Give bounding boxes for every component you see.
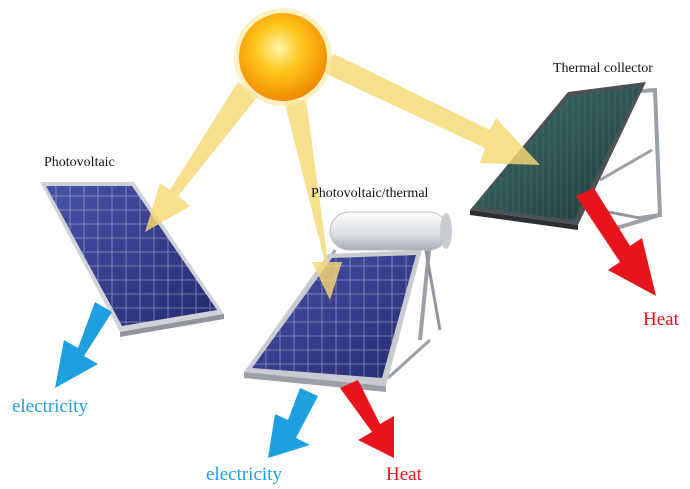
electricity-arrow-center	[268, 388, 318, 458]
sun-rays	[145, 54, 540, 300]
sun-icon	[234, 8, 332, 106]
photovoltaic-panel-icon	[40, 182, 224, 337]
heat-label-center: Heat	[386, 464, 422, 485]
heat-label-right: Heat	[643, 309, 679, 330]
pvt-label: Photovoltaic/thermal	[311, 186, 429, 201]
pvt-panel-icon	[244, 211, 452, 392]
electricity-label-left: electricity	[12, 396, 88, 417]
electricity-label-center: electricity	[206, 464, 282, 485]
electricity-arrow-left	[55, 302, 112, 388]
heat-arrow-center	[340, 380, 394, 458]
heat-arrow-right	[576, 188, 656, 296]
photovoltaic-label: Photovoltaic	[44, 155, 115, 170]
thermal-collector-icon	[470, 82, 663, 232]
thermal-collector-label: Thermal collector	[553, 61, 653, 76]
